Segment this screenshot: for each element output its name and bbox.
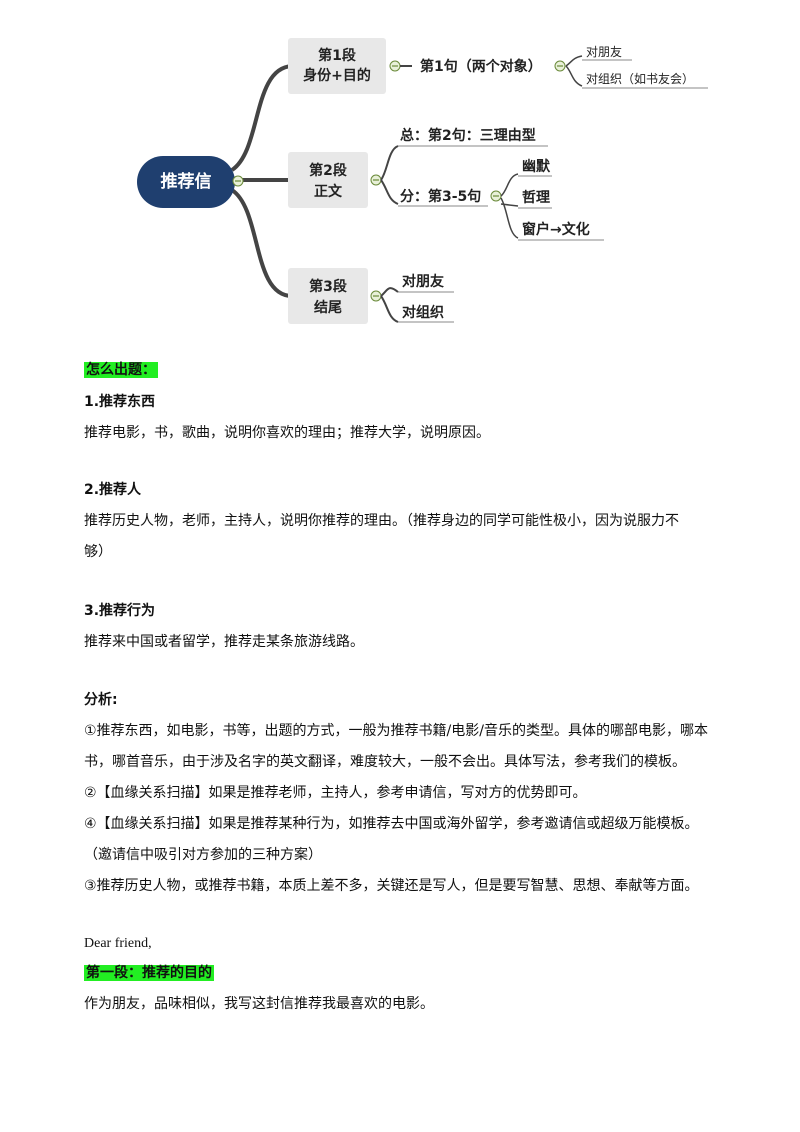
p1-target-org: 对组织（如书友会） — [586, 71, 694, 86]
section-2-text-line1: 推荐历史人物，老师，主持人，说明你推荐的理由。（推荐身边的同学可能性极小，因为说… — [84, 513, 679, 529]
p3-node — [288, 268, 368, 324]
para1-heading-row: 第一段：推荐的目的 — [84, 963, 724, 983]
p3-target-friend: 对朋友 — [402, 273, 444, 290]
p1-sentence: 第1句（两个对象） — [420, 58, 542, 75]
section-2-text-line2: 够） — [84, 544, 112, 560]
p1-line1: 第1段 — [318, 47, 356, 64]
analysis-3: ③推荐历史人物，或推荐书籍，本质上差不多，关键还是写人，但是要写智慧、思想、奉献… — [84, 878, 699, 894]
p1-line2: 身份+目的 — [303, 67, 371, 84]
section-3-title: 3.推荐行为 — [84, 603, 156, 619]
section-1-title: 1.推荐东西 — [84, 394, 156, 410]
analysis-4: ④【血缘关系扫描】如果是推荐某种行为，如推荐去中国或海外留学，参考邀请信或超级万… — [84, 816, 699, 832]
letter-greeting: Dear friend, — [84, 936, 152, 951]
p2-line2: 正文 — [314, 183, 343, 200]
howto-heading: 怎么出题： — [84, 362, 158, 378]
p3-line2: 结尾 — [314, 299, 342, 316]
analysis-4-note: （邀请信中吸引对方参加的三种方案） — [84, 847, 322, 863]
analysis-2: ②【血缘关系扫描】如果是推荐老师，主持人，参考申请信，写对方的优势即可。 — [84, 785, 587, 801]
p2-detail: 分：第3-5句 — [400, 188, 481, 205]
branch-to-p1 — [230, 64, 293, 172]
section-2-title: 2.推荐人 — [84, 482, 142, 498]
p2-summary: 总：第2句：三理由型 — [400, 127, 536, 144]
section-1-text: 推荐电影，书，歌曲，说明你喜欢的理由；推荐大学，说明原因。 — [84, 425, 490, 441]
root-label: 推荐信 — [161, 171, 212, 192]
p2-reason-humor: 幽默 — [522, 159, 551, 175]
para1-heading: 第一段：推荐的目的 — [84, 965, 214, 981]
p2-line1: 第2段 — [309, 162, 347, 179]
p1-node — [288, 38, 386, 94]
root-node — [137, 156, 235, 208]
analysis-heading: 分析: — [84, 692, 118, 708]
analysis-1-line1: ①推荐东西，如电影，书等，出题的方式，一般为推荐书籍/电影/音乐的类型。具体的哪… — [84, 723, 708, 739]
p2-reason-culture: 窗户→文化 — [522, 221, 590, 238]
branch-to-p3 — [230, 188, 293, 298]
p1-target-friend: 对朋友 — [586, 45, 622, 59]
p3-target-org: 对组织 — [402, 304, 444, 321]
p2-reason-philosophy: 哲理 — [522, 189, 550, 206]
p2-node — [288, 152, 368, 208]
analysis-1-line2: 书，哪首音乐，由于涉及名字的英文翻译，难度较大，一般不会出。具体写法，参考我们的… — [84, 754, 686, 770]
para1-text: 作为朋友，品味相似，我写这封信推荐我最喜欢的电影。 — [84, 996, 434, 1012]
mindmap-diagram: 推荐信 第1段 身份+目的 第1句（两个对象） 对朋友 对组织（如书友会） 第2… — [137, 38, 708, 324]
p3-line1: 第3段 — [309, 278, 347, 295]
section-3-text: 推荐来中国或者留学，推荐走某条旅游线路。 — [84, 634, 364, 650]
howto-heading-row: 怎么出题： — [84, 360, 724, 380]
